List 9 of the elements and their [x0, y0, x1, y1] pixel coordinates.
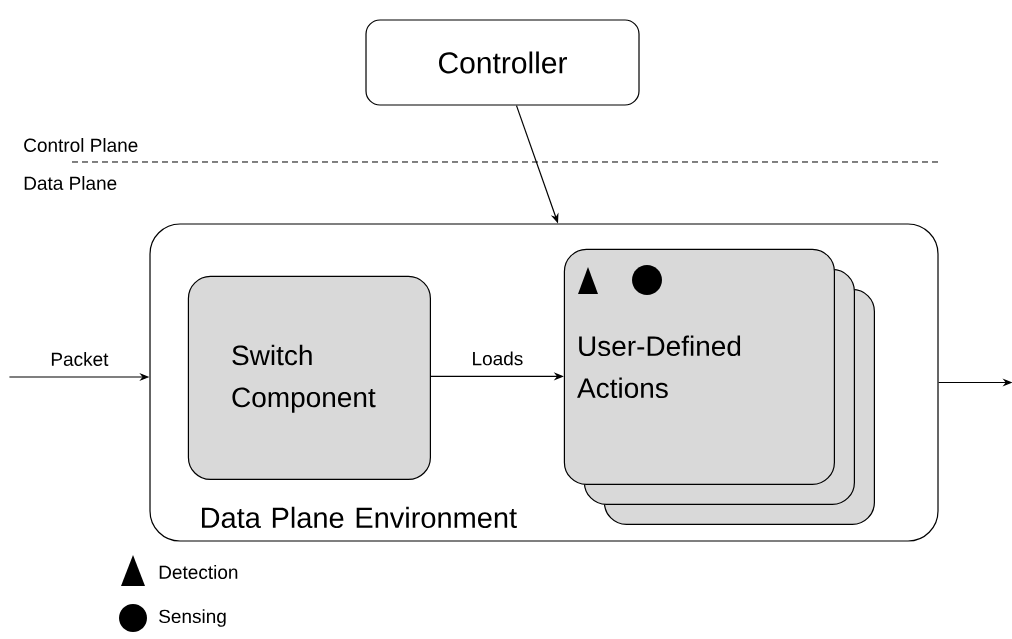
- plane-label: Data Plane: [24, 176, 117, 190]
- legend-label: Detection: [159, 565, 238, 579]
- legend-label: Sensing: [159, 609, 226, 627]
- plane-label: Control Plane: [24, 138, 138, 152]
- edge-label: Packet: [51, 352, 109, 366]
- edge-label: Loads: [473, 351, 523, 366]
- stacked-cards: User-Defined Actions: [563, 248, 875, 525]
- rounded-box: Switch Component: [187, 275, 431, 480]
- rounded-box: Controller: [365, 19, 640, 106]
